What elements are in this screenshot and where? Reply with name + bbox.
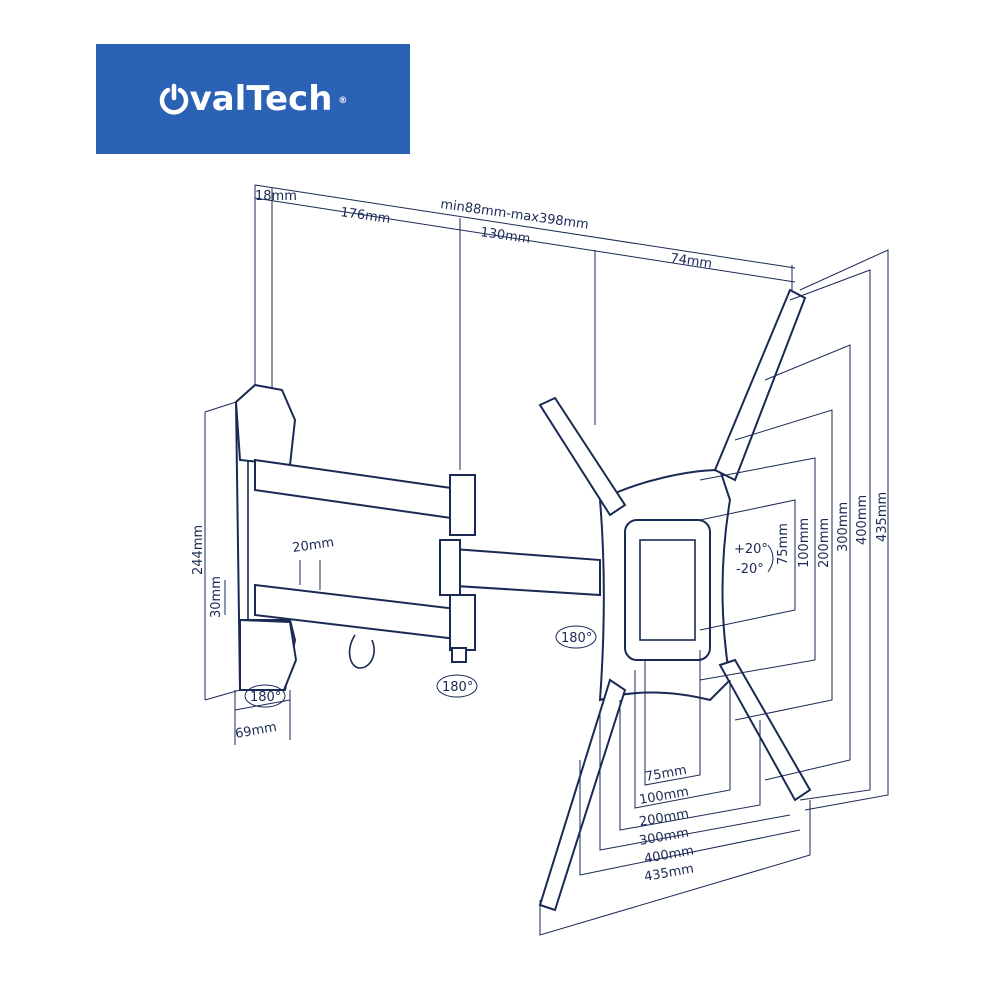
dim-wall-height: 244mm <box>191 525 206 575</box>
dim-130mm: 130mm <box>479 225 531 247</box>
horizontal-75mm: 75mm <box>644 763 688 785</box>
vesa-plate <box>538 288 812 912</box>
vertical-300mm: 300mm <box>836 502 851 552</box>
tilt-arc-icon <box>767 544 774 573</box>
bottom-dimension-lines <box>539 650 811 936</box>
dim-74mm: 74mm <box>669 251 713 272</box>
rotation-head-icon <box>555 625 597 649</box>
rotation-arm-label: 180° <box>442 680 473 695</box>
vertical-400mm: 400mm <box>855 495 870 545</box>
vertical-435mm: 435mm <box>875 492 890 542</box>
wall-plate <box>204 383 321 745</box>
vertical-200mm: 200mm <box>817 518 832 568</box>
tilt-down-label: -20° <box>736 562 764 577</box>
tilt-up-label: +20° <box>734 542 768 557</box>
swing-arms <box>254 458 601 669</box>
ovaltech-logo: valTech ® <box>96 44 410 154</box>
registered-mark: ® <box>338 96 348 106</box>
brand-name: valTech <box>189 79 333 119</box>
top-dimension-lines <box>254 184 796 470</box>
rotation-wall-label: 180° <box>250 690 281 705</box>
rotation-wall-icon <box>244 684 286 708</box>
power-icon <box>159 83 188 115</box>
rotation-arm-icon <box>436 674 478 698</box>
dim-176mm: 176mm <box>339 205 391 227</box>
dim-wall-width: 69mm <box>234 720 278 742</box>
right-dimension-lines <box>699 249 889 811</box>
vertical-100mm: 100mm <box>797 518 812 568</box>
dim-arm-range: min88mm-max398mm <box>439 197 589 233</box>
rotation-head-label: 180° <box>561 631 592 646</box>
dim-30mm: 30mm <box>209 576 224 618</box>
vertical-75mm: 75mm <box>776 523 791 565</box>
dim-18mm: 18mm <box>255 189 297 204</box>
horizontal-100mm: 100mm <box>638 784 690 807</box>
dim-20mm: 20mm <box>291 535 335 556</box>
